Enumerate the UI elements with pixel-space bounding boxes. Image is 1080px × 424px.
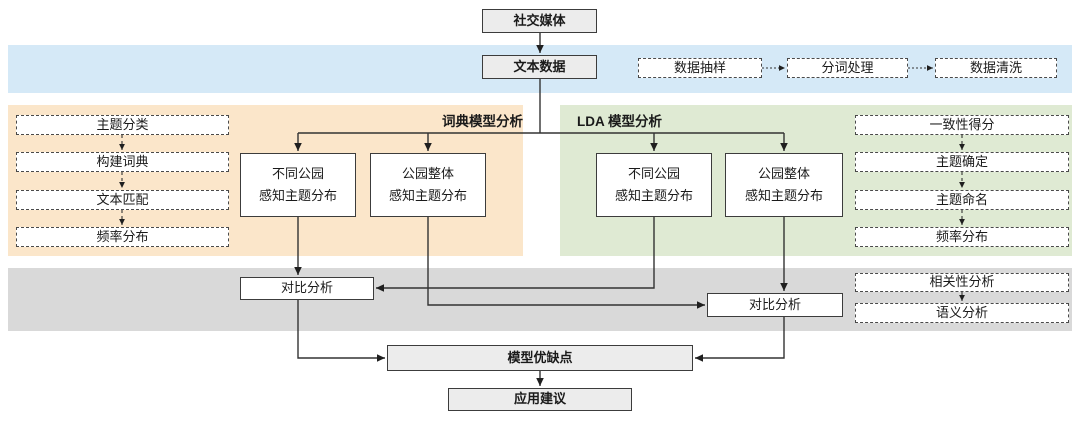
node-model-pros-cons: 模型优缺点	[387, 345, 693, 371]
node-correlation-analysis: 相关性分析	[855, 273, 1069, 292]
node-social-media: 社交媒体	[482, 9, 597, 33]
node-data-cleaning: 数据清洗	[935, 58, 1057, 78]
node-lda-whole-park: 公园整体 感知主题分布	[725, 153, 843, 217]
node-word-segmentation: 分词处理	[787, 58, 908, 78]
node-text-matching: 文本匹配	[16, 190, 229, 210]
node-topic-naming: 主题命名	[855, 190, 1069, 210]
node-topic-determination: 主题确定	[855, 152, 1069, 172]
label-lda-model-analysis: LDA 模型分析	[577, 114, 662, 129]
node-dict-different-parks: 不同公园 感知主题分布	[240, 153, 356, 217]
node-dict-whole-park: 公园整体 感知主题分布	[370, 153, 486, 217]
node-data-sampling: 数据抽样	[638, 58, 762, 78]
node-semantic-analysis: 语义分析	[855, 303, 1069, 323]
node-build-dictionary: 构建词典	[16, 152, 229, 172]
node-text-data: 文本数据	[482, 55, 597, 79]
node-comparative-analysis-left: 对比分析	[240, 277, 374, 300]
node-comparative-analysis-right: 对比分析	[707, 293, 843, 317]
label-dictionary-model-analysis: 词典模型分析	[442, 114, 523, 129]
node-topic-classification: 主题分类	[16, 115, 229, 135]
node-frequency-distribution-right: 频率分布	[855, 227, 1069, 247]
node-frequency-distribution-left: 频率分布	[16, 227, 229, 247]
node-application-suggestion: 应用建议	[448, 388, 632, 411]
node-lda-different-parks: 不同公园 感知主题分布	[596, 153, 712, 217]
node-coherence-score: 一致性得分	[855, 115, 1069, 135]
